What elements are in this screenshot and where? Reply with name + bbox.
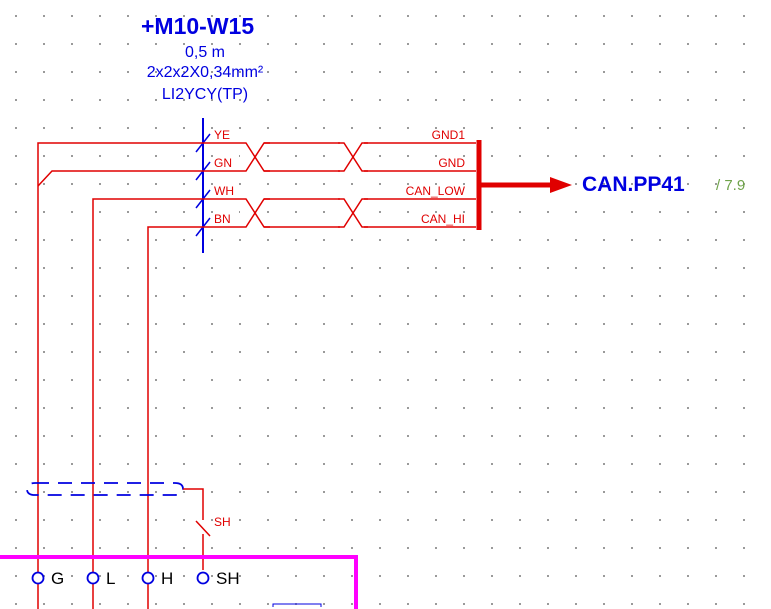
twist-marks — [240, 140, 368, 230]
terminal-label-h: H — [161, 569, 174, 588]
signal-can-hi: CAN_HI — [420, 212, 465, 226]
wire-bn — [147, 226, 476, 609]
conductor-color-ye: YE — [214, 128, 231, 142]
device-box — [0, 555, 358, 609]
cable-length: 0,5 m — [184, 44, 225, 61]
cable-cross-section: 2x2x2X0,34mm² — [146, 64, 264, 81]
conductor-color-bn: BN — [214, 212, 231, 226]
device-box-inner-mark — [272, 603, 322, 607]
shield-symbol — [26, 482, 184, 496]
terminal-label-l: L — [106, 569, 116, 588]
page-reference[interactable]: / 7.9 — [716, 177, 746, 194]
signal-gnd1: GND1 — [431, 128, 465, 142]
conductor-color-gn: GN — [214, 156, 232, 170]
conductor-color-wh: WH — [214, 184, 234, 198]
terminals — [31, 571, 210, 585]
shield-switch — [195, 520, 211, 537]
shield-label: SH — [214, 515, 231, 529]
wire-wh — [92, 198, 476, 609]
terminal-label-g: G — [51, 569, 65, 588]
terminal-label-sh: SH — [216, 569, 240, 588]
signal-gnd: GND — [438, 156, 465, 170]
shield-wire — [183, 488, 204, 570]
bus-arrow-head — [550, 177, 572, 193]
cable-designation[interactable]: +M10-W15 — [141, 13, 255, 39]
signal-can-low: CAN_LOW — [405, 184, 465, 198]
target-designation[interactable]: CAN.PP41 — [582, 173, 685, 196]
cable-type: LI2YCY(TP) — [161, 86, 249, 103]
